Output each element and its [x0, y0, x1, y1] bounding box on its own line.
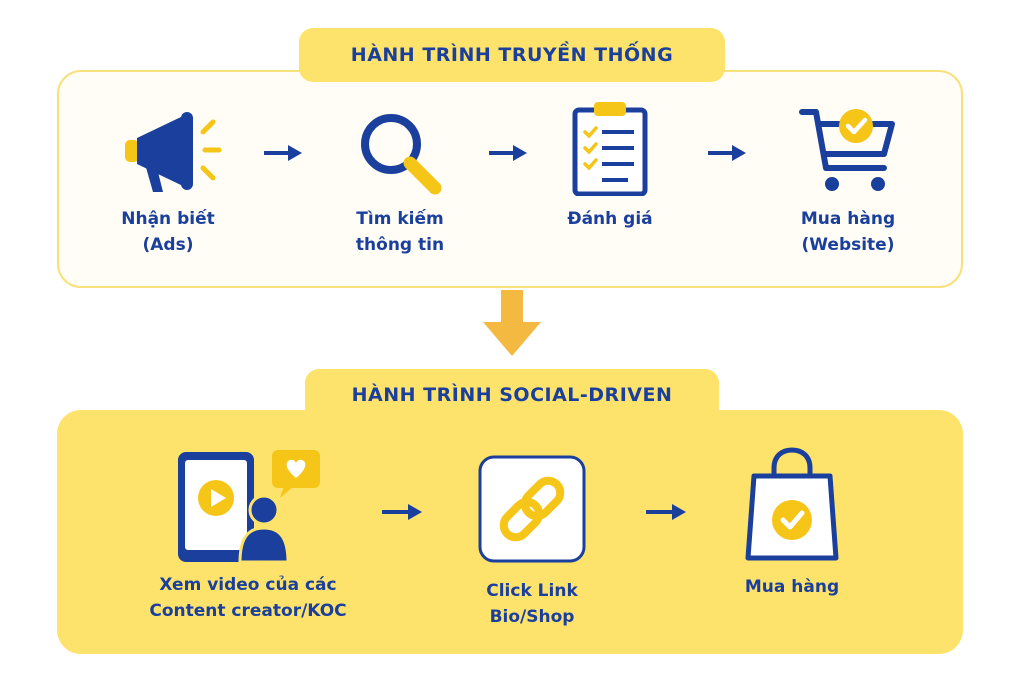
step-label: Mua hàng (Website) [800, 209, 896, 255]
arrow-down-icon [483, 290, 541, 356]
checklist-clipboard-icon [572, 102, 648, 196]
step-evaluate: Đánh giá [540, 100, 680, 232]
traditional-journey-title: HÀNH TRÌNH TRUYỀN THỐNG [299, 28, 725, 82]
arrow-right-icon [489, 145, 527, 161]
shopping-cart-check-icon [799, 109, 895, 191]
step-label: Click Link Bio/Shop [486, 581, 578, 627]
step-awareness: Nhận biết (Ads) [98, 108, 238, 258]
social-driven-journey-title: HÀNH TRÌNH SOCIAL-DRIVEN [305, 369, 719, 421]
arrow-right-icon [646, 504, 686, 520]
step-click-link: Click Link Bio/Shop [452, 454, 612, 630]
step-purchase-website: Mua hàng (Website) [778, 104, 918, 258]
step-watch-video: Xem video của các Content creator/KOC [118, 448, 378, 624]
traditional-journey-panel [57, 70, 963, 288]
step-label: Nhận biết (Ads) [121, 209, 215, 255]
arrow-right-icon [382, 504, 422, 520]
step-label: Tìm kiếm thông tin [355, 209, 445, 255]
arrow-right-icon [264, 145, 302, 161]
step-label: Mua hàng [744, 577, 840, 597]
step-label: Đánh giá [567, 209, 653, 229]
step-purchase: Mua hàng [722, 446, 862, 600]
megaphone-icon [125, 112, 222, 192]
shopping-bag-check-icon [745, 447, 839, 561]
step-label: Xem video của các Content creator/KOC [149, 575, 347, 621]
step-search: Tìm kiếm thông tin [330, 108, 470, 258]
arrow-right-icon [708, 145, 746, 161]
magnifier-icon [361, 114, 442, 195]
phone-video-creator-icon [178, 450, 320, 564]
link-icon [478, 455, 586, 563]
